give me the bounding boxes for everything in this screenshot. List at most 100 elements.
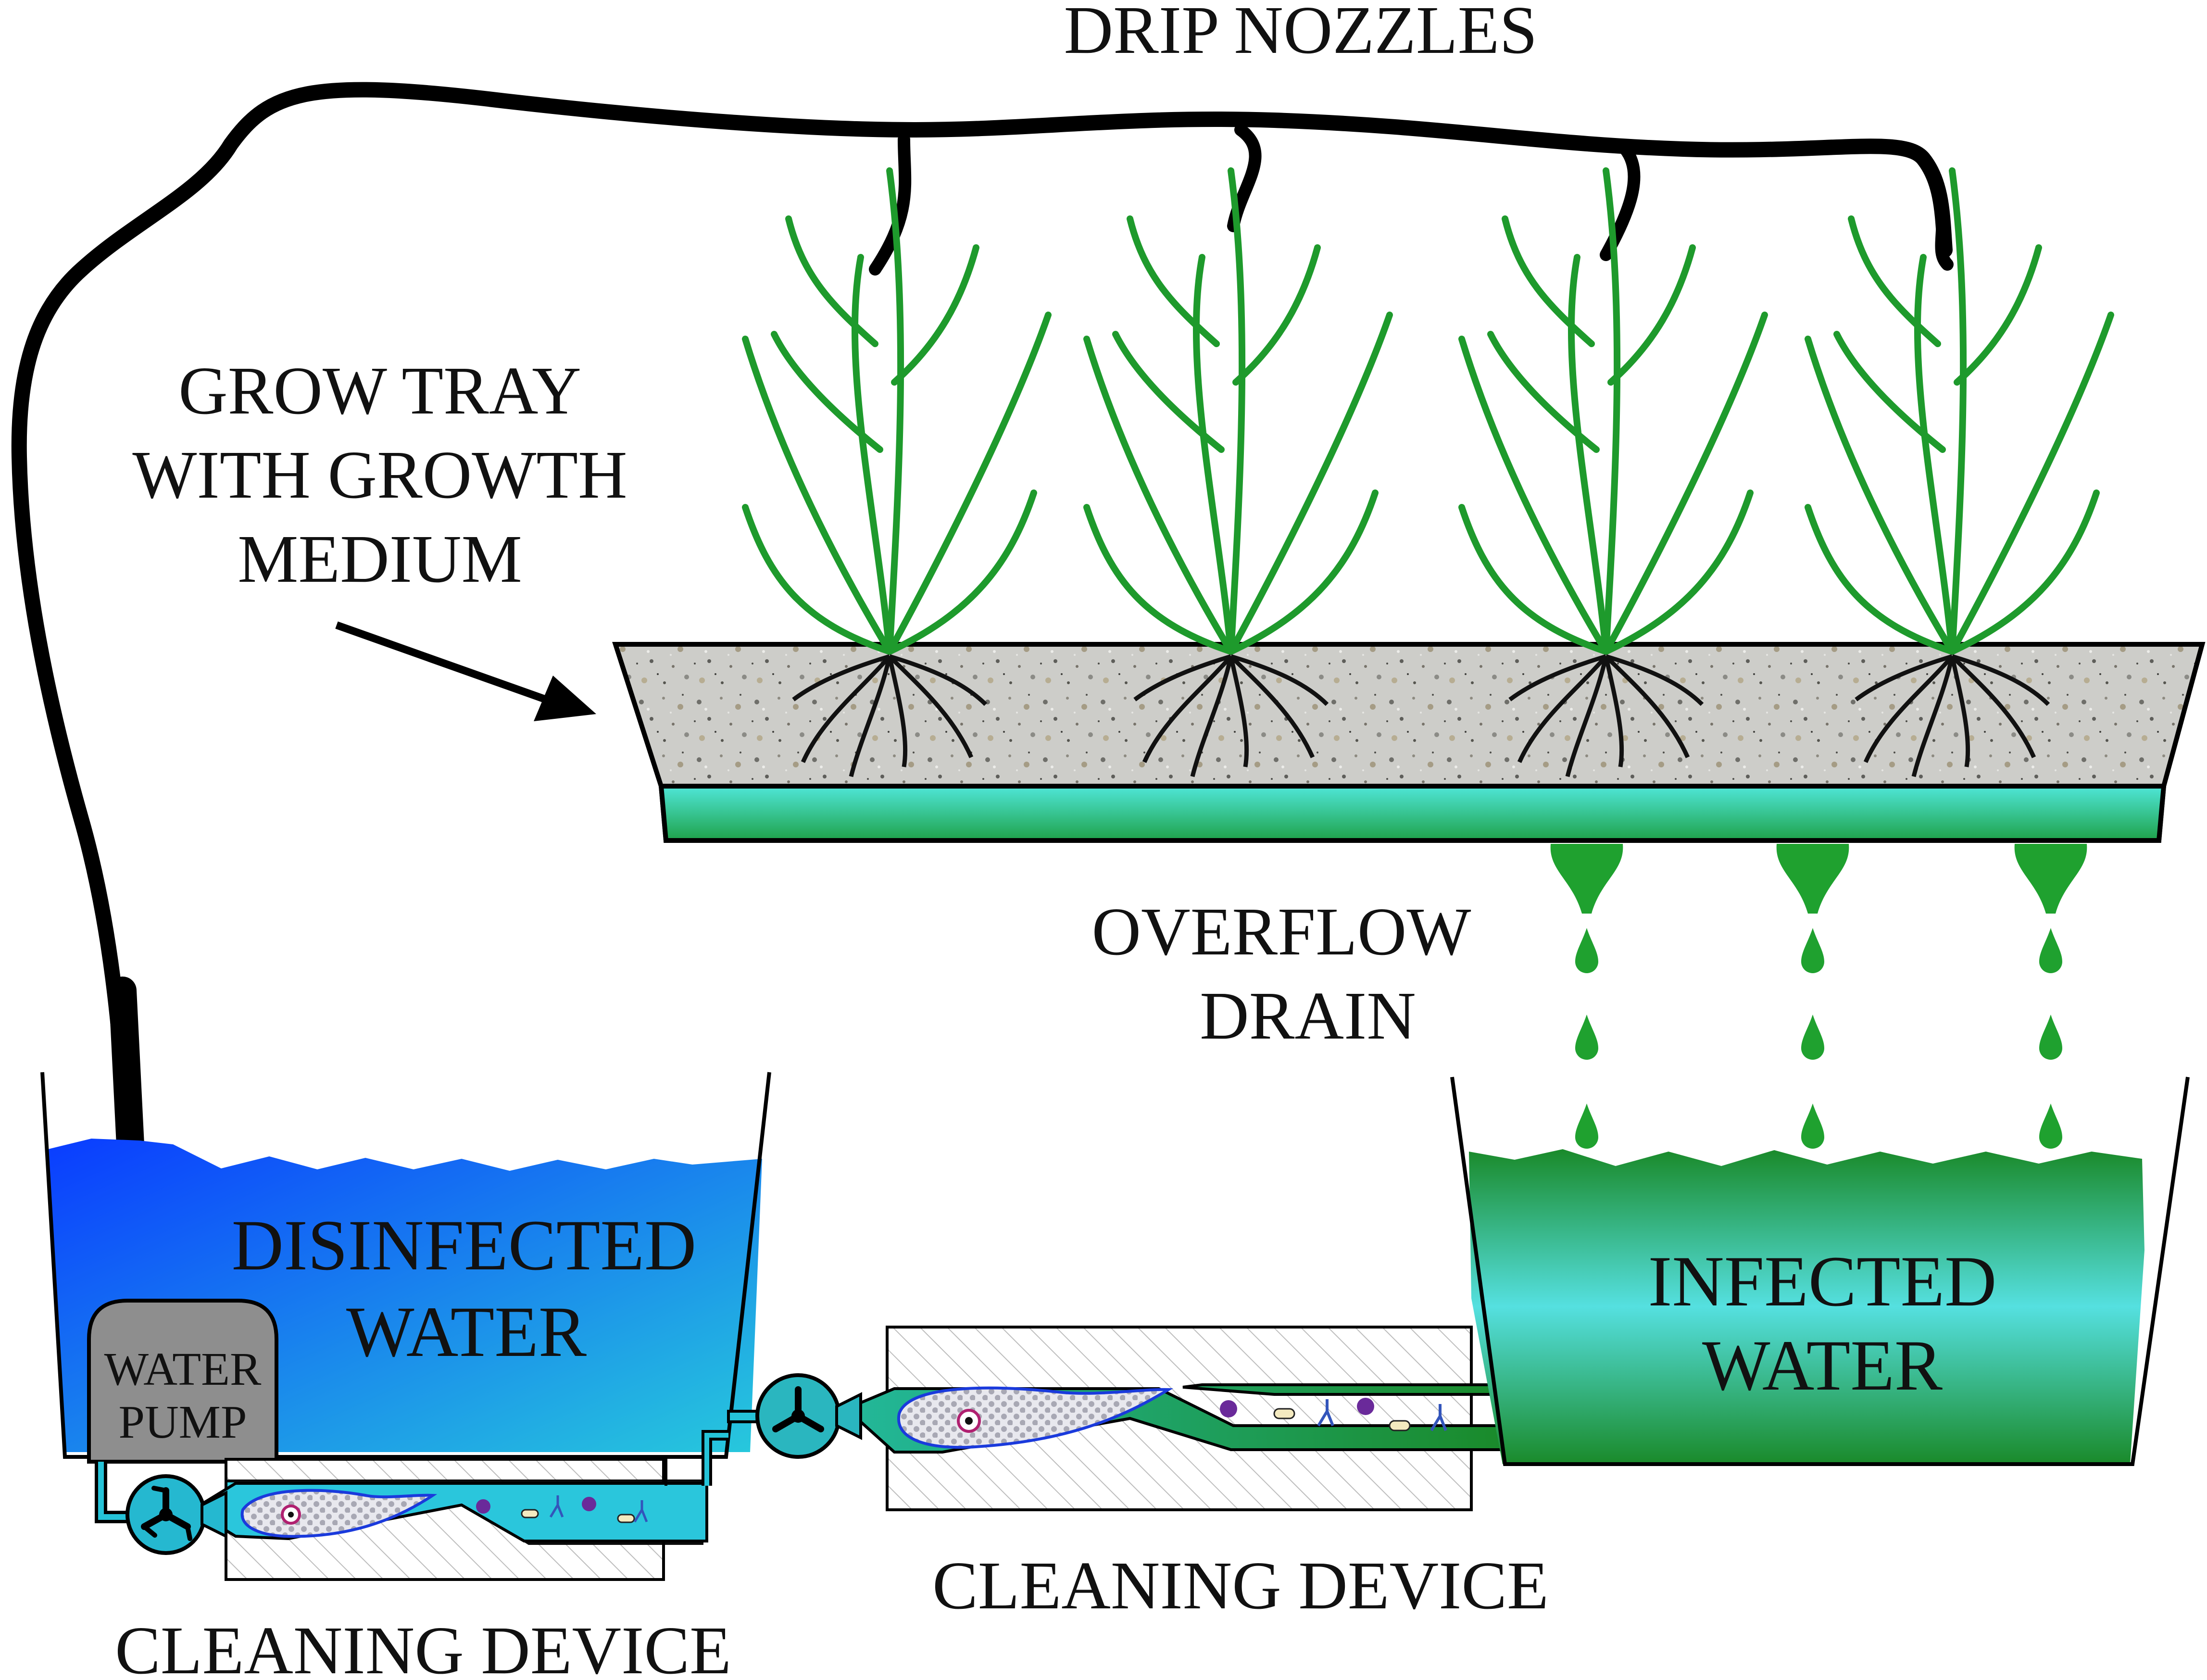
water-drop-icon	[2014, 844, 2087, 914]
plant-leaf	[1502, 215, 1595, 347]
supply-pipe-down	[109, 977, 145, 1168]
water-drop-icon	[1575, 928, 1598, 973]
plant-icon	[1805, 167, 2114, 777]
plant-root	[1950, 656, 1970, 767]
plant-root	[1863, 655, 1954, 763]
pump-label-line2: PUMP	[119, 1396, 247, 1448]
plant-leaf	[1949, 167, 1967, 655]
arrow-icon	[335, 621, 596, 721]
plant-root	[1604, 654, 1690, 758]
plant-leaf	[1833, 331, 1946, 453]
plant-root	[1517, 655, 1608, 763]
disinfected-label-line1: DISINFECTED	[232, 1205, 697, 1285]
pump-outlet-pipe	[95, 1462, 130, 1523]
cleaning-device-left-label: CLEANING DEVICE	[115, 1612, 731, 1680]
pump-impeller-icon	[125, 1474, 227, 1555]
plant-leaf	[1848, 215, 1941, 347]
plant-leaf	[1228, 489, 1379, 655]
plant-leaf	[1083, 336, 1234, 655]
plant-root	[849, 656, 892, 777]
plant-root	[1911, 656, 1955, 777]
plant-leaf	[1487, 331, 1600, 453]
disinfected-label-line2: WATER	[346, 1292, 587, 1372]
tank-link-pipe	[727, 1410, 759, 1423]
grow-tray-label-line1: GROW TRAY	[178, 352, 581, 428]
plant-leaf	[1567, 254, 1609, 655]
plant-leaf	[1949, 312, 2114, 655]
plant-leaf	[886, 489, 1037, 655]
plant-leaf	[1228, 312, 1393, 655]
water-drop-icon	[1575, 1015, 1598, 1060]
infected-label-line2: WATER	[1702, 1326, 1943, 1405]
plant-leaf	[1805, 336, 1956, 655]
plant-leaf	[785, 215, 878, 347]
overflow-label-line1: OVERFLOW	[1092, 893, 1471, 969]
overflow-drips	[1550, 844, 2087, 1149]
infected-label-line1: INFECTED	[1648, 1241, 1997, 1321]
plant-root	[1950, 654, 2036, 758]
plant-leaf	[1112, 331, 1225, 453]
plant-leaf	[1228, 167, 1246, 655]
plant-root	[1229, 654, 1315, 758]
water-drop-icon	[2039, 928, 2062, 973]
drip-nozzle-1	[869, 133, 912, 276]
water-pump	[87, 1299, 278, 1464]
plant-root	[1605, 654, 1704, 706]
plant-leaf	[1127, 215, 1220, 347]
plant-leaf	[851, 254, 893, 655]
plant-leaf	[891, 244, 979, 386]
infected-tank-outline	[1450, 1077, 2190, 1466]
plant-icon	[742, 167, 1052, 777]
water-drop-icon	[1550, 844, 1623, 914]
plant-leaf	[886, 312, 1052, 655]
plant-root	[1508, 654, 1607, 702]
plant-root	[1565, 656, 1608, 777]
plant-leaf	[1458, 504, 1609, 655]
plant-leaf	[1954, 244, 2042, 386]
water-drop-icon	[2039, 1015, 2062, 1060]
plant-leaf	[1192, 254, 1234, 655]
plant-root	[1229, 656, 1249, 767]
plant-leaf	[742, 504, 893, 655]
plant-leaf	[1603, 312, 1768, 655]
water-drop-icon	[1801, 928, 1824, 973]
plant-leaf	[1603, 167, 1621, 655]
plant-leaf	[1232, 244, 1321, 386]
plant-root	[792, 654, 890, 702]
plant-root	[1133, 654, 1232, 702]
pump-impeller-icon	[755, 1373, 862, 1459]
plant-leaf	[1083, 504, 1234, 655]
drip-nozzle-4	[1935, 210, 1954, 271]
plant-leaf	[1949, 489, 2100, 655]
water-drop-icon	[1801, 1103, 1824, 1149]
plant-icon	[1083, 167, 1393, 777]
disinfected-tank-outline	[40, 1072, 771, 1459]
plant-root	[1604, 656, 1624, 767]
plant-group	[742, 167, 2114, 777]
pump-label-line1: WATER	[104, 1343, 262, 1395]
grow-tray-label-line2: WITH GROWTH	[132, 437, 627, 513]
plant-leaf	[886, 167, 904, 655]
plant-root	[1951, 654, 2050, 706]
water-drop-icon	[1801, 1015, 1824, 1060]
plant-root	[1855, 654, 1953, 702]
plant-root	[801, 655, 891, 763]
supply-pipe	[11, 82, 1953, 1161]
overflow-label-line2: DRAIN	[1200, 978, 1416, 1053]
plant-root	[1190, 656, 1233, 777]
infected-water	[1469, 1149, 2144, 1464]
grow-tray-label-line3: MEDIUM	[238, 521, 522, 597]
plant-leaf	[1914, 254, 1956, 655]
plant-root	[1230, 654, 1329, 706]
plant-leaf	[1805, 504, 1956, 655]
water-drop-icon	[2039, 1103, 2062, 1149]
plant-leaf	[1458, 336, 1609, 655]
cleaning-device-middle	[843, 1326, 1506, 1511]
cleaning-device-middle-label: CLEANING DEVICE	[932, 1547, 1549, 1623]
plant-icon	[1458, 167, 1768, 777]
cleaning-device-left	[189, 1458, 708, 1581]
plant-leaf	[771, 331, 883, 453]
plant-leaf	[1607, 244, 1696, 386]
plant-leaf	[1603, 489, 1754, 655]
drip-nozzles-label: DRIP NOZZLES	[1064, 0, 1538, 68]
